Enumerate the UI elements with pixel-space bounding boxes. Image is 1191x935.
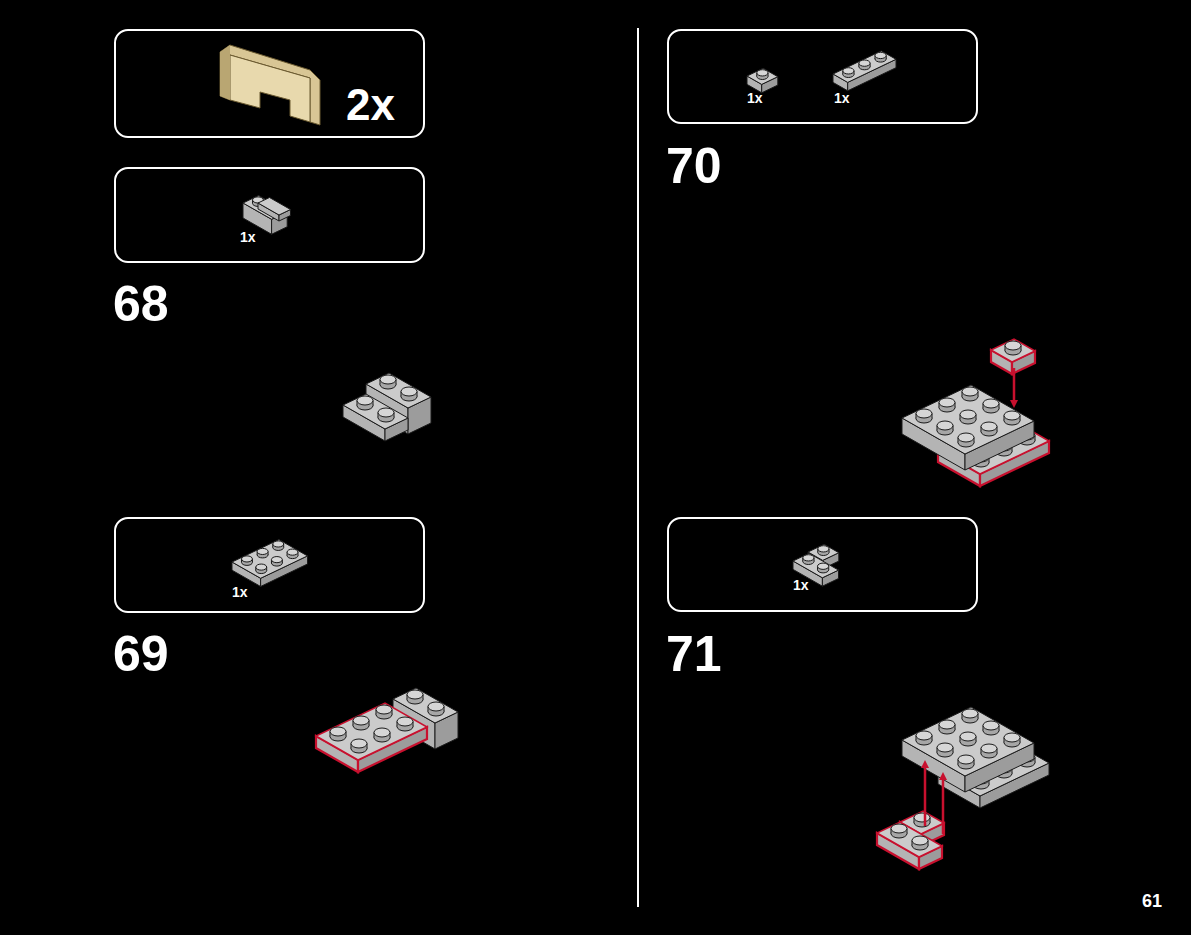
stud [380, 375, 396, 384]
stud [875, 52, 886, 58]
stud [914, 813, 930, 822]
page-number: 61 [1142, 892, 1162, 910]
step-number: 71 [666, 629, 722, 679]
quantity-label: 1x [834, 91, 850, 105]
brick-plate [232, 540, 308, 587]
stud [981, 744, 997, 753]
stud [916, 731, 932, 740]
plate-top [877, 822, 942, 857]
brick-plate [902, 707, 1034, 792]
brick-plate [343, 394, 408, 441]
stud [803, 555, 814, 561]
stud [242, 556, 253, 562]
stud [376, 705, 392, 714]
quantity-label: 2x [346, 83, 395, 127]
plate-top [343, 394, 408, 429]
stud [981, 422, 997, 431]
brick-plate [877, 822, 942, 869]
stud [374, 728, 390, 737]
plate-top [793, 553, 839, 578]
column-divider [637, 28, 639, 907]
stud [983, 721, 999, 730]
brick-plate [747, 68, 778, 93]
stud [859, 60, 870, 66]
stud [818, 546, 829, 552]
stud [960, 732, 976, 741]
stud [401, 387, 417, 396]
stud [962, 709, 978, 718]
parts-callout-box: 1x [114, 517, 425, 613]
plate-top [232, 540, 308, 579]
stud [937, 743, 953, 752]
stud [256, 564, 267, 570]
step-number: 68 [113, 279, 169, 329]
parts-callout-box: 1x [667, 517, 978, 612]
assembly-arrow [942, 776, 945, 834]
parts-callout-box: 2x [114, 29, 425, 138]
plate-top [747, 68, 778, 84]
stud [757, 70, 768, 76]
quantity-label: 1x [232, 585, 248, 599]
stud [958, 755, 974, 764]
stud [960, 410, 976, 419]
quantity-label: 1x [747, 91, 763, 105]
plate-top [833, 51, 896, 83]
stud [287, 549, 298, 555]
stud [818, 563, 829, 569]
brick-plate [258, 198, 291, 222]
brick-plate [316, 703, 427, 772]
stud [257, 548, 268, 554]
stud [958, 433, 974, 442]
step-number: 70 [666, 141, 722, 191]
stud [891, 824, 907, 833]
plate-top [316, 703, 427, 760]
stud [1005, 341, 1021, 350]
stud [330, 727, 346, 736]
building-piece [220, 45, 320, 125]
stud [1004, 411, 1020, 420]
parts-callout-box: 1x 1x [667, 29, 978, 124]
stud [407, 690, 423, 699]
stud [273, 541, 284, 547]
stud [912, 836, 928, 845]
stud [939, 398, 955, 407]
stud [357, 396, 373, 405]
step-number: 69 [113, 629, 169, 679]
assembly-arrow [1013, 368, 1016, 404]
stud [843, 68, 854, 74]
stud [351, 739, 367, 748]
plate-top [991, 339, 1035, 362]
stud [1004, 733, 1020, 742]
stud [397, 717, 413, 726]
stud [983, 399, 999, 408]
quantity-label: 1x [793, 578, 809, 592]
plate-top [258, 198, 291, 216]
stud [939, 720, 955, 729]
stud [428, 702, 444, 711]
stud [378, 408, 394, 417]
brick-plate [833, 51, 896, 91]
assembly-arrow [924, 764, 927, 826]
quantity-label: 1x [240, 230, 256, 244]
stud [937, 421, 953, 430]
plate-top [902, 707, 1034, 776]
stud [271, 557, 282, 563]
stud [916, 409, 932, 418]
stud [353, 716, 369, 725]
stud [962, 387, 978, 396]
parts-callout-box: 1x [114, 167, 425, 263]
